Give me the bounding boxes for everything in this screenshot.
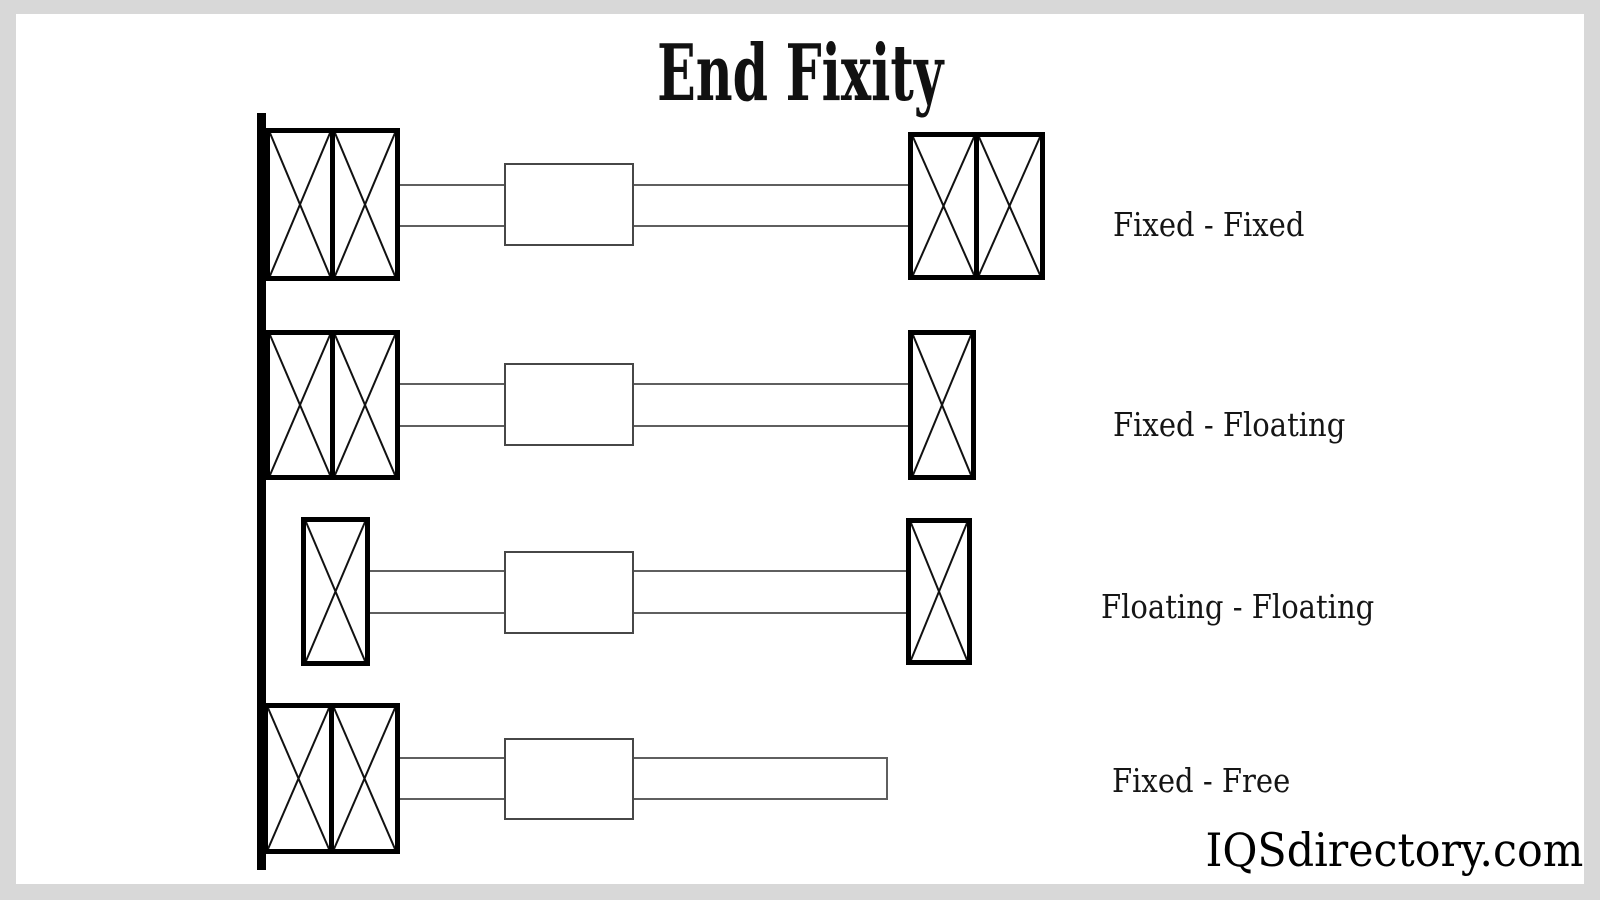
screw-shaft-row4-free-end — [398, 757, 888, 800]
floating-bearing-left-row3-icon — [301, 517, 370, 666]
screw-shaft-row2 — [398, 383, 912, 427]
bearing-cross-icon — [270, 133, 330, 276]
screw-shaft-row1 — [398, 184, 912, 227]
bearing-divider — [974, 137, 979, 275]
bearing-cross-icon — [335, 335, 395, 475]
fixed-bearing-right-row1-icon — [908, 132, 1045, 280]
page-title: End Fixity — [656, 28, 944, 119]
watermark: IQSdirectory.com — [1205, 823, 1583, 877]
bearing-cross-icon — [270, 335, 330, 475]
bearing-cross-icon — [306, 522, 365, 661]
bearing-divider — [330, 335, 335, 475]
bearing-cross-icon — [913, 137, 974, 275]
row-label-fixed-free: Fixed - Free — [1112, 761, 1291, 800]
bearing-cross-icon — [268, 708, 329, 849]
row-label-fixed-floating: Fixed - Floating — [1113, 405, 1346, 444]
bearing-cross-icon — [979, 137, 1040, 275]
bearing-cross-icon — [335, 133, 395, 276]
mounting-wall — [257, 113, 266, 870]
diagram-canvas — [16, 14, 1584, 884]
row-label-floating-floating: Floating - Floating — [1101, 587, 1375, 626]
floating-bearing-right-row3-icon — [906, 518, 972, 665]
floating-bearing-right-row2-icon — [908, 330, 976, 480]
bearing-cross-icon — [334, 708, 395, 849]
nut-block-row4 — [504, 738, 634, 820]
bearing-cross-icon — [913, 335, 971, 475]
fixed-bearing-left-row4-icon — [263, 703, 400, 854]
bearing-divider — [330, 133, 335, 276]
page-title-wrap: End Fixity — [0, 35, 1600, 113]
nut-block-row3 — [504, 551, 634, 634]
bearing-cross-icon — [911, 523, 967, 660]
bearing-divider — [329, 708, 334, 849]
fixed-bearing-left-row1-icon — [265, 128, 400, 281]
row-label-fixed-fixed: Fixed - Fixed — [1113, 205, 1305, 244]
fixed-bearing-left-row2-icon — [265, 330, 400, 480]
screw-shaft-row3 — [368, 570, 910, 614]
nut-block-row1 — [504, 163, 634, 246]
nut-block-row2 — [504, 363, 634, 446]
